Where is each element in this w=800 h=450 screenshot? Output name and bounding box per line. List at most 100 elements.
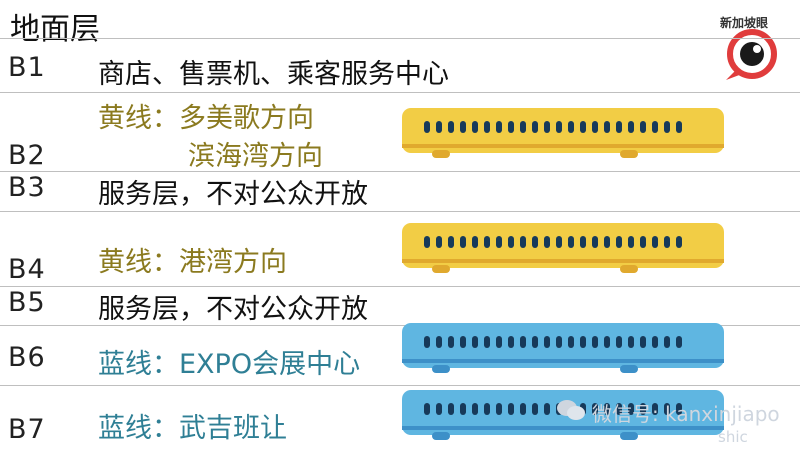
train-blue-b6 — [402, 323, 724, 375]
train-window — [664, 121, 670, 133]
floor-line-1: 黄线：港湾方向 — [98, 247, 287, 278]
train-window — [652, 121, 658, 133]
floor-code: B7 — [8, 414, 46, 445]
floor-code: B3 — [8, 172, 46, 203]
train-windows — [424, 121, 682, 133]
train-window — [604, 121, 610, 133]
train-window — [592, 121, 598, 133]
train-window — [616, 121, 622, 133]
train-window — [484, 403, 490, 415]
train-window — [472, 236, 478, 248]
train-window — [532, 236, 538, 248]
train-window — [532, 336, 538, 348]
train-window — [436, 336, 442, 348]
floor-line-2: 滨海湾方向 — [188, 141, 323, 172]
train-window — [484, 236, 490, 248]
train-wheels — [402, 150, 724, 160]
train-window — [460, 121, 466, 133]
train-window — [448, 336, 454, 348]
floor-description: 蓝线：EXPO会展中心 — [98, 349, 361, 380]
train-wheels — [402, 365, 724, 375]
page-title: 地面层 — [10, 12, 100, 47]
train-window — [532, 121, 538, 133]
floor-description: 商店、售票机、乘客服务中心 — [98, 59, 449, 90]
train-window — [640, 336, 646, 348]
train-window — [424, 121, 430, 133]
train-window — [640, 403, 646, 415]
train-window — [616, 403, 622, 415]
train-window — [496, 236, 502, 248]
train-window — [508, 121, 514, 133]
divider — [0, 325, 800, 326]
train-window — [448, 121, 454, 133]
train-window — [664, 336, 670, 348]
train-window — [676, 121, 682, 133]
train-yellow-b4 — [402, 223, 724, 275]
train-window — [508, 336, 514, 348]
train-window — [520, 336, 526, 348]
train-wheel — [620, 432, 638, 440]
floor-code: B5 — [8, 287, 46, 318]
train-window — [592, 236, 598, 248]
train-window — [520, 121, 526, 133]
train-window — [460, 403, 466, 415]
train-window — [496, 403, 502, 415]
train-window — [496, 121, 502, 133]
floor-description: 蓝线：武吉班让 — [98, 413, 287, 444]
train-window — [508, 403, 514, 415]
train-window — [448, 403, 454, 415]
train-window — [556, 336, 562, 348]
eye-logo-icon: 新加坡眼 — [712, 14, 786, 84]
train-window — [676, 403, 682, 415]
train-window — [592, 403, 598, 415]
train-window — [652, 403, 658, 415]
train-window — [436, 121, 442, 133]
divider — [0, 38, 800, 39]
train-window — [568, 336, 574, 348]
train-stripe — [402, 259, 724, 263]
train-window — [604, 403, 610, 415]
train-wheels — [402, 432, 724, 442]
floor-line-1: 黄线：多美歌方向 — [98, 103, 314, 134]
train-window — [424, 236, 430, 248]
wechat-icon — [557, 400, 585, 420]
train-window — [556, 121, 562, 133]
train-wheel — [620, 150, 638, 158]
train-window — [604, 336, 610, 348]
train-window — [460, 336, 466, 348]
train-window — [616, 336, 622, 348]
train-stripe — [402, 359, 724, 363]
watermark-text-2: shic — [718, 428, 748, 446]
train-wheel — [432, 432, 450, 440]
train-window — [580, 121, 586, 133]
train-window — [604, 236, 610, 248]
train-window — [616, 236, 622, 248]
train-window — [652, 236, 658, 248]
train-window — [484, 336, 490, 348]
train-window — [496, 336, 502, 348]
train-window — [484, 121, 490, 133]
train-window — [676, 336, 682, 348]
floor-code: B4 — [8, 254, 46, 285]
floor-code: B2 — [8, 140, 46, 171]
train-window — [628, 236, 634, 248]
train-window — [664, 236, 670, 248]
train-window — [640, 121, 646, 133]
train-yellow-b2 — [402, 108, 724, 160]
train-wheel — [620, 265, 638, 273]
watermark-text: 微信号: kanxinjiapo — [592, 402, 780, 426]
train-window — [628, 336, 634, 348]
train-window — [520, 236, 526, 248]
train-window — [544, 121, 550, 133]
train-window — [436, 403, 442, 415]
floor-code: B1 — [8, 52, 46, 83]
train-window — [424, 403, 430, 415]
divider — [0, 171, 800, 172]
logo-text: 新加坡眼 — [720, 16, 769, 30]
train-windows — [424, 336, 682, 348]
train-window — [532, 403, 538, 415]
train-window — [628, 403, 634, 415]
divider — [0, 211, 800, 212]
train-window — [544, 403, 550, 415]
